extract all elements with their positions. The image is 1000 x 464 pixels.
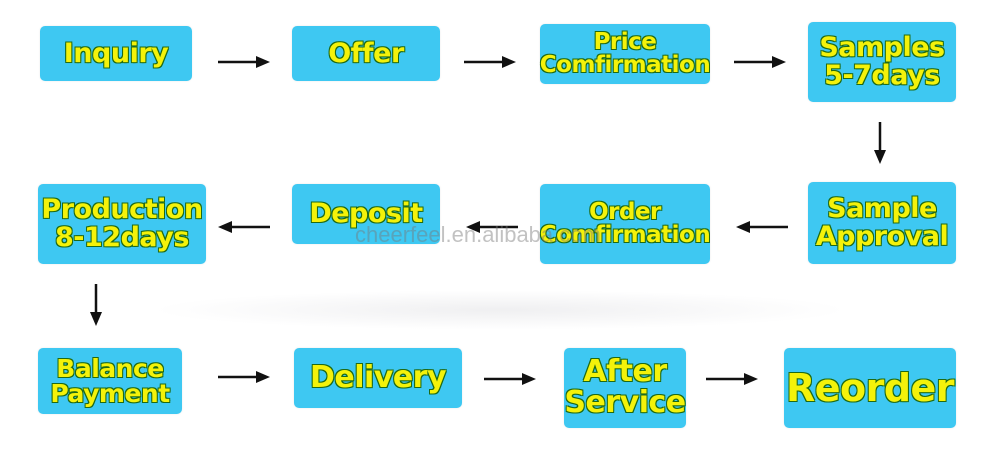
step-deposit: Deposit	[292, 184, 440, 244]
step-delivery-line-1: Delivery	[309, 359, 447, 395]
arrow-balance-to-delivery	[218, 370, 270, 384]
step-production-line-1: Production	[41, 194, 204, 226]
arrow-after-service-to-reorder	[706, 372, 758, 386]
background-smudge	[150, 290, 850, 330]
step-inquiry: Inquiry	[40, 26, 192, 81]
step-samples-line-2: 5-7days	[824, 60, 941, 91]
step-balance-payment-line-1: Balance	[56, 353, 165, 383]
step-order-confirmation-line-2: Comfirmation	[539, 222, 711, 248]
watermark-text: cheerfeel.en.alibaba.com	[355, 222, 601, 247]
arrow-samples-to-approval	[873, 122, 887, 164]
step-samples: Samples 5-7days	[808, 22, 956, 102]
step-order-confirmation: Order Comfirmation	[539, 184, 711, 264]
step-after-service-line-1: After	[583, 354, 668, 390]
arrow-order-to-deposit	[466, 220, 518, 234]
step-price-confirmation-line-2: Comfirmation	[539, 52, 711, 78]
step-offer: Offer	[292, 26, 440, 81]
step-sample-approval-line-2: Approval	[815, 221, 949, 252]
arrow-approval-to-order	[736, 220, 788, 234]
step-sample-approval: Sample Approval	[808, 182, 956, 264]
step-after-service: After Service	[564, 348, 687, 428]
arrow-delivery-to-after-service	[484, 372, 536, 386]
step-production-line-2: 8-12days	[54, 222, 190, 253]
step-balance-payment-line-2: Payment	[50, 379, 171, 408]
arrow-price-to-samples	[734, 55, 786, 69]
step-deposit-line-1: Deposit	[309, 198, 424, 230]
step-sample-approval-line-1: Sample	[827, 193, 938, 225]
step-delivery: Delivery	[294, 348, 462, 408]
step-samples-line-1: Samples	[819, 32, 946, 64]
step-reorder: Reorder	[784, 348, 956, 428]
step-reorder-line-1: Reorder	[785, 365, 955, 410]
step-after-service-line-2: Service	[564, 385, 687, 420]
step-balance-payment: Balance Payment	[38, 348, 182, 414]
step-inquiry-line-1: Inquiry	[63, 37, 169, 69]
arrow-production-to-balance	[89, 284, 103, 326]
step-price-confirmation-line-1: Price	[593, 28, 657, 55]
step-order-confirmation-line-1: Order	[589, 198, 662, 225]
step-price-confirmation: Price Comfirmation	[539, 24, 711, 84]
step-production: Production 8-12days	[38, 184, 206, 264]
arrow-deposit-to-production	[218, 220, 270, 234]
arrow-offer-to-price	[464, 55, 516, 69]
arrow-inquiry-to-offer	[218, 55, 270, 69]
step-offer-line-1: Offer	[328, 37, 405, 69]
